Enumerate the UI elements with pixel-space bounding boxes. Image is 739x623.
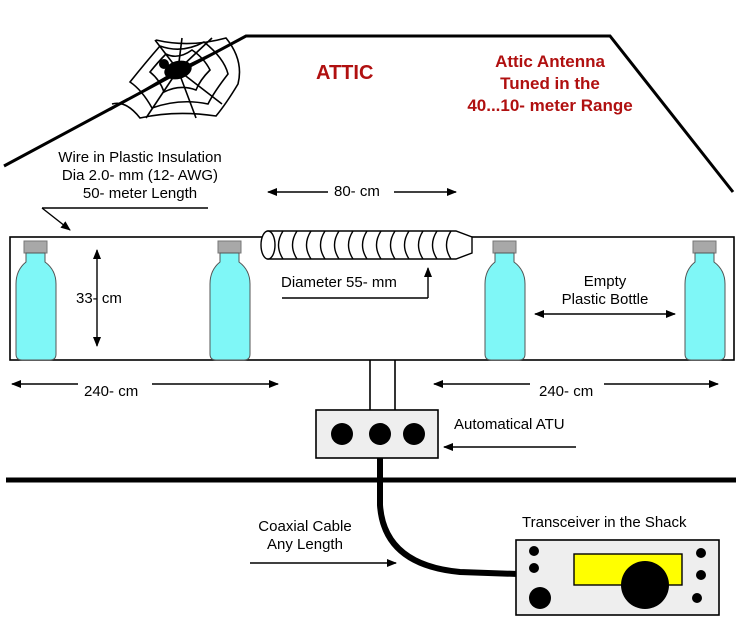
plastic-bottle-1 xyxy=(15,240,57,361)
transceiver-radio xyxy=(515,539,720,616)
attic-label: ATTIC xyxy=(316,62,374,84)
title-line-2: Tuned in the xyxy=(500,74,600,93)
plastic-bottle-2 xyxy=(209,240,251,361)
plastic-bottle-4 xyxy=(684,240,726,361)
right-span-label: 240- cm xyxy=(539,383,594,400)
atu-box xyxy=(315,409,439,459)
coax-label-line-1: Coaxial Cable xyxy=(258,518,352,535)
feed-wires xyxy=(369,360,396,412)
atu-label: Automatical ATU xyxy=(454,416,565,433)
transceiver-label: Transceiver in the Shack xyxy=(522,514,687,531)
bottle-label-line-1: Empty xyxy=(583,273,627,290)
bottle-height-label: 33- cm xyxy=(76,290,122,307)
wire-label-line-3: 50- meter Length xyxy=(82,185,198,202)
left-span-label: 240- cm xyxy=(84,383,139,400)
bottle-label-line-2: Plastic Bottle xyxy=(561,291,649,308)
title-line-1: Attic Antenna xyxy=(495,52,605,71)
plastic-bottle-3 xyxy=(484,240,526,361)
title-line-3: 40...10- meter Range xyxy=(467,96,633,115)
loading-coil xyxy=(260,230,473,260)
coax-label-line-2: Any Length xyxy=(267,536,343,553)
dimension-arrows xyxy=(11,188,719,567)
coaxial-cable xyxy=(377,458,519,577)
wire-label-line-1: Wire in Plastic Insulation xyxy=(58,149,222,166)
wire-label-line-2: Dia 2.0- mm (12- AWG) xyxy=(61,167,219,184)
spider-icon xyxy=(159,59,192,80)
coil-length-label: 80- cm xyxy=(334,183,380,200)
coil-diameter-label: Diameter 55- mm xyxy=(281,274,397,291)
